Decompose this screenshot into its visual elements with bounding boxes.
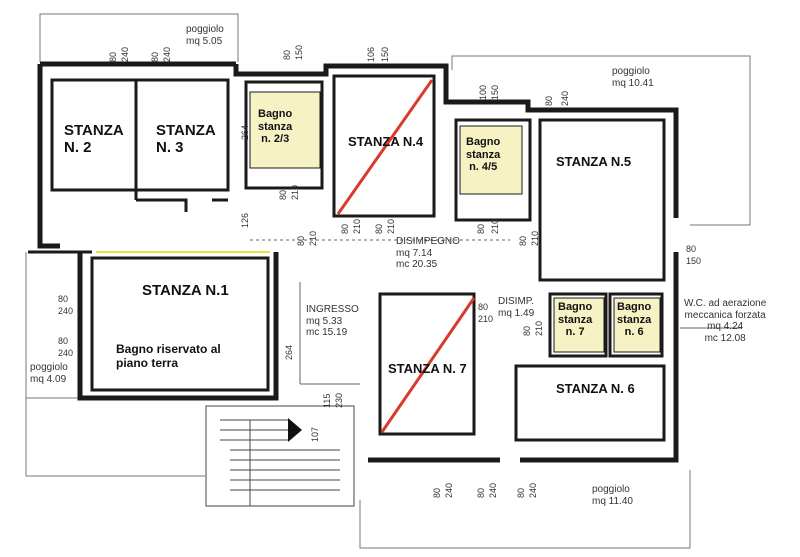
dim-106: 106 — [366, 46, 376, 62]
dim-240: 240 — [488, 482, 498, 498]
dim-80: 80 — [340, 223, 350, 234]
dim-80: 80 — [544, 95, 554, 106]
dim-240: 240 — [58, 348, 74, 358]
dim-80: 80 — [58, 336, 69, 346]
room-stanza-4: STANZA N.4 — [348, 134, 424, 149]
dim-80: 80 — [476, 487, 486, 498]
stair-arrow — [288, 418, 302, 442]
outer-walls — [37, 61, 679, 463]
dim-115: 115 — [322, 393, 332, 408]
dim-80: 80 — [518, 235, 528, 246]
dim-150: 150 — [380, 46, 390, 62]
dim-150: 150 — [294, 44, 304, 60]
dim-80: 80 — [58, 294, 69, 304]
dim-126: 126 — [240, 212, 250, 228]
room-stanza-1: STANZA N.1 — [142, 282, 229, 299]
dim-240: 240 — [560, 90, 570, 106]
dim-80: 80 — [476, 223, 486, 234]
dim-264: 264 — [284, 344, 294, 360]
dim-210: 210 — [534, 320, 544, 336]
dim-80: 80 — [432, 487, 442, 498]
dim-210: 210 — [490, 218, 500, 234]
dim-80: 80 — [150, 51, 160, 62]
inner-walls — [28, 74, 666, 442]
thin-lines — [250, 239, 742, 385]
room-stanza-6: STANZA N. 6 — [556, 381, 635, 396]
dim-80: 80 — [282, 49, 292, 60]
dim-264: 264 — [240, 124, 250, 140]
dim-210: 210 — [530, 230, 540, 246]
room-stanza-7: STANZA N. 7 — [388, 361, 467, 376]
dim-107: 107 — [310, 426, 320, 442]
dim-150: 150 — [686, 256, 702, 266]
dim-80: 80 — [516, 487, 526, 498]
room-stanza-5: STANZA N.5 — [556, 154, 632, 169]
dim-210: 210 — [386, 218, 396, 234]
dim-210: 210 — [308, 230, 318, 246]
stairs — [205, 405, 355, 507]
dim-80: 80 — [108, 51, 118, 62]
dim-230: 230 — [334, 392, 344, 408]
dim-150: 150 — [490, 84, 500, 100]
dim-210: 210 — [352, 218, 362, 234]
balcony-outlines — [25, 13, 751, 549]
disimp-label: DISIMP.mq 1.49 — [498, 296, 535, 319]
dim-240: 240 — [444, 482, 454, 498]
dim-240: 240 — [528, 482, 538, 498]
dim-80: 80 — [278, 189, 288, 200]
dim-240: 240 — [120, 46, 130, 62]
dim-80: 80 — [522, 325, 532, 336]
dim-100: 100 — [478, 84, 488, 100]
dim-240: 240 — [162, 46, 172, 62]
dim-240: 240 — [58, 306, 74, 316]
dim-210: 210 — [290, 184, 300, 200]
dim-80: 80 — [478, 302, 489, 312]
dim-80: 80 — [374, 223, 384, 234]
dim-80: 80 — [686, 244, 697, 254]
crossed-rooms — [336, 79, 476, 433]
dim-80: 80 — [296, 235, 306, 246]
bathroom-fills — [249, 91, 661, 353]
dim-210: 210 — [478, 314, 494, 324]
